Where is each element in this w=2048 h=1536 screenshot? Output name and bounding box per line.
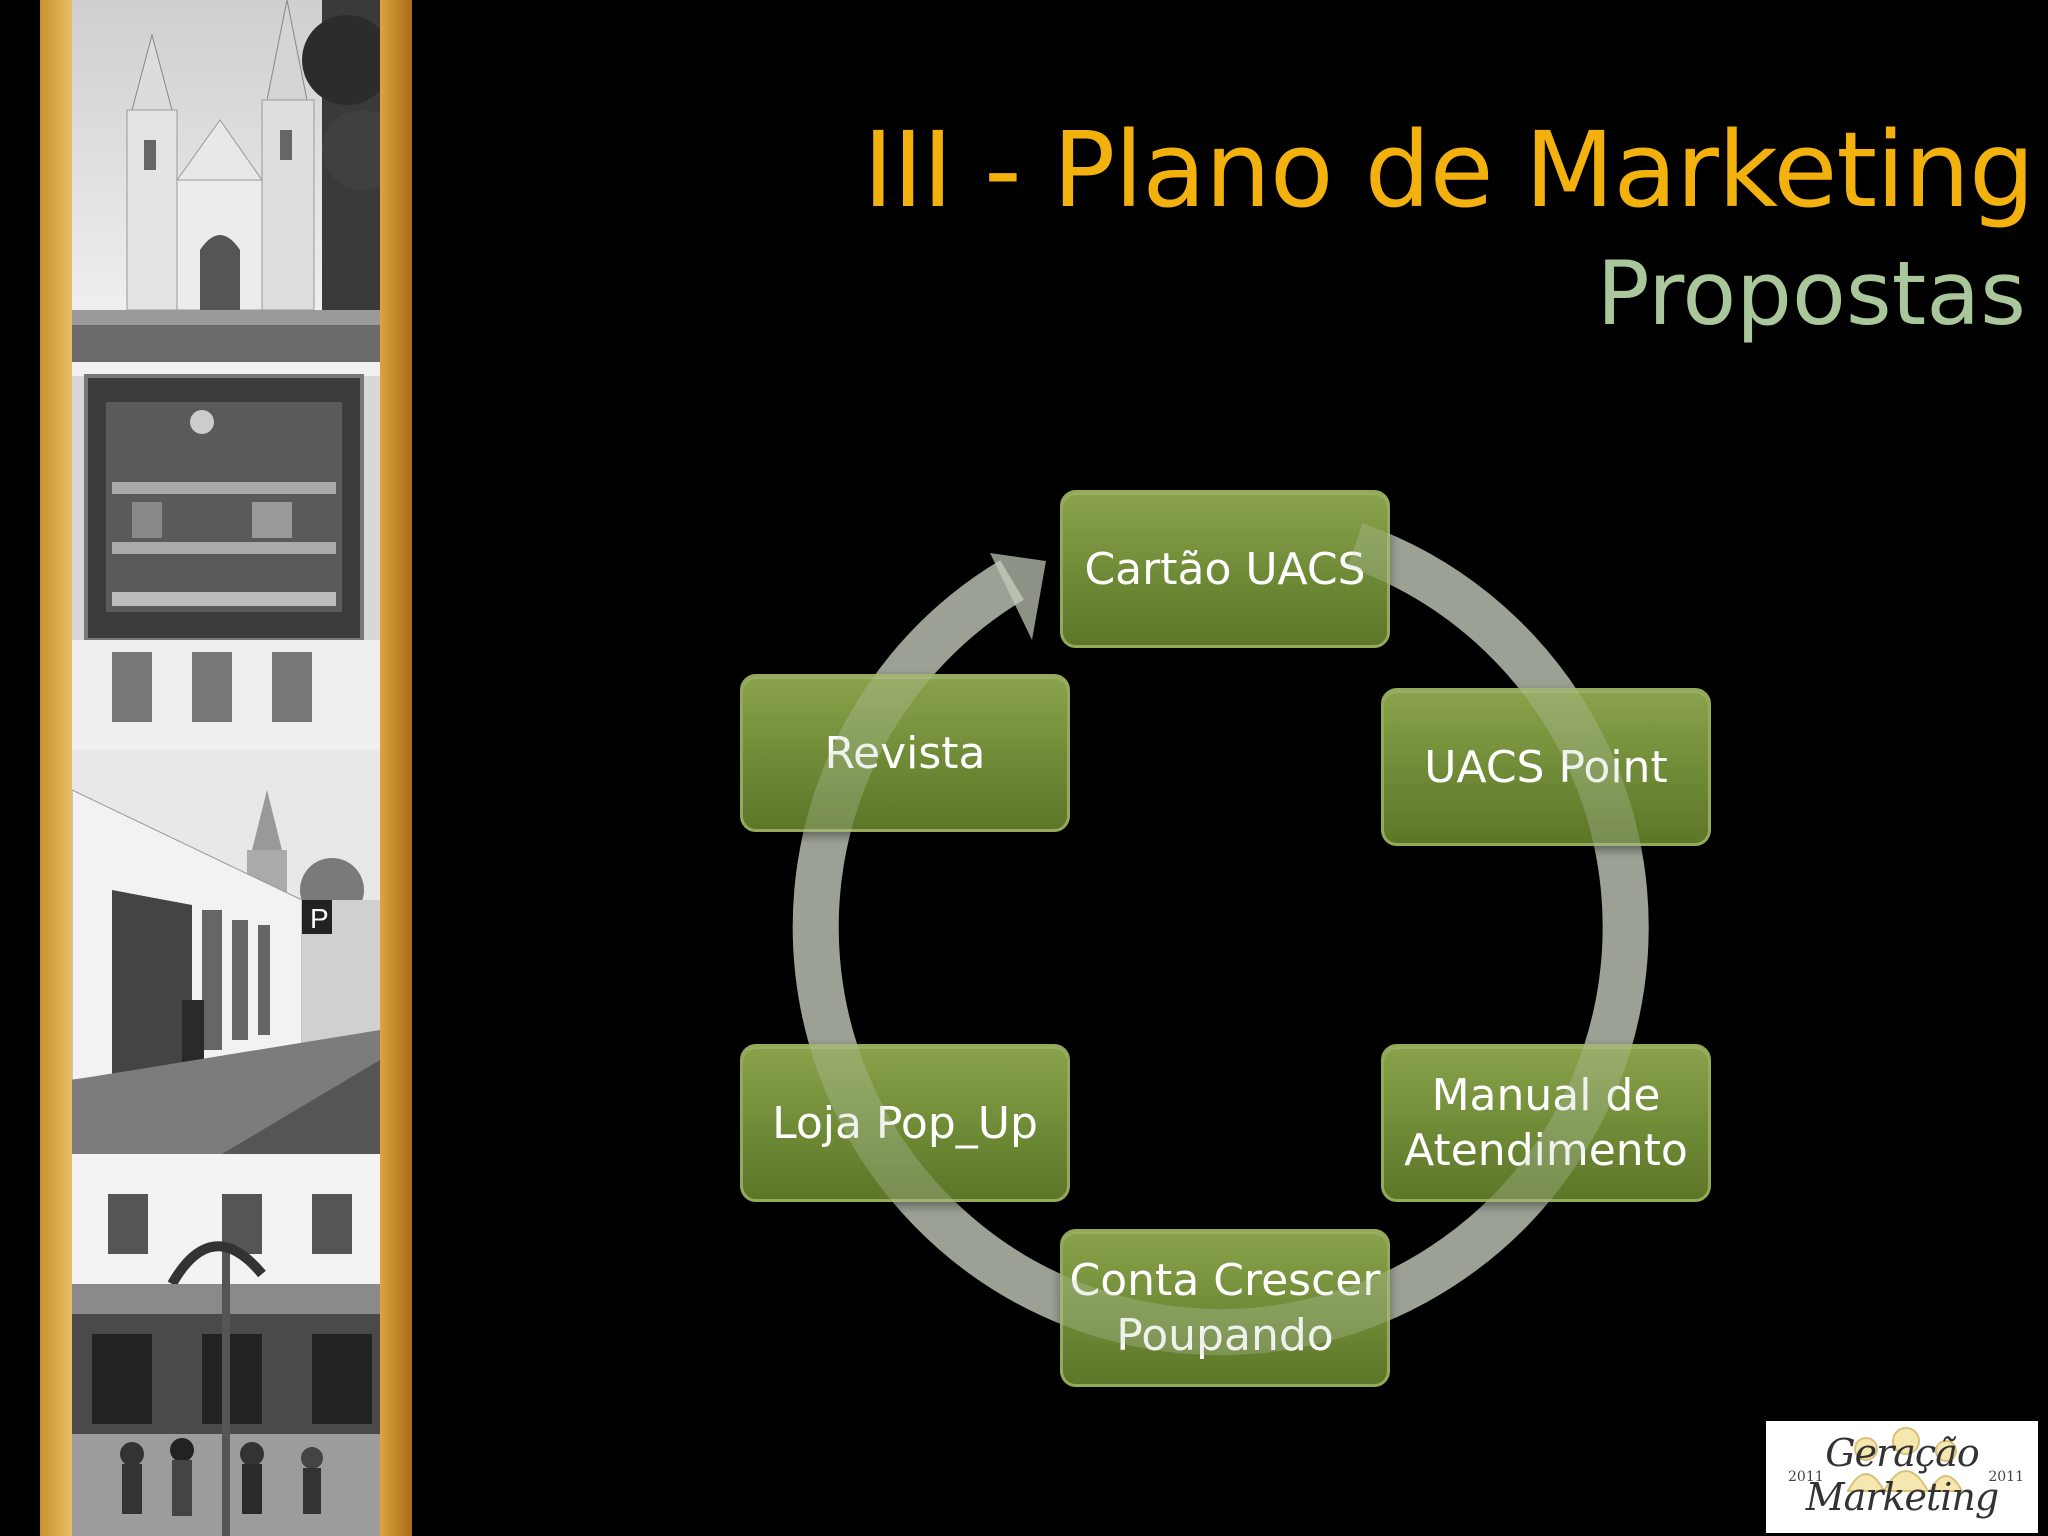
cycle-arrowhead	[990, 553, 1046, 640]
node-uacs-point: UACS Point	[1381, 688, 1711, 846]
node-cartao-uacs-label: Cartão UACS	[1084, 543, 1366, 595]
logo-year-right: 2011	[1988, 1469, 2024, 1485]
slide-subtitle: Propostas	[1596, 242, 2026, 345]
photo-church	[72, 0, 380, 362]
node-manual-atendimento: Manual de Atendimento	[1381, 1044, 1711, 1202]
photo-column: P	[72, 0, 380, 1536]
node-revista-label: Revista	[824, 727, 986, 779]
node-conta-crescer-poupando: Conta Crescer Poupando	[1060, 1229, 1390, 1387]
node-conta-crescer-poupando-label: Conta Crescer Poupando	[1069, 1255, 1381, 1361]
logo-year-left: 2011	[1788, 1469, 1824, 1485]
logo-geracao-marketing: 2011 2011 Geração Marketing	[1766, 1421, 2038, 1533]
node-manual-atendimento-label: Manual de Atendimento	[1404, 1070, 1688, 1176]
photo-shop-window	[72, 362, 380, 750]
logo-figures-icon	[1846, 1427, 1964, 1492]
node-uacs-point-label: UACS Point	[1424, 741, 1668, 793]
photo-street: P	[72, 750, 380, 1154]
node-cartao-uacs: Cartão UACS	[1060, 490, 1390, 648]
node-revista: Revista	[740, 674, 1070, 832]
node-loja-pop-up: Loja Pop_Up	[740, 1044, 1070, 1202]
logo-text: Geração Marketing	[1805, 1431, 1999, 1519]
node-loja-pop-up-label: Loja Pop_Up	[772, 1097, 1038, 1149]
svg-text:P: P	[310, 903, 329, 934]
slide-title: III - Plano de Marketing	[863, 109, 2035, 231]
photo-plaza	[72, 1154, 380, 1536]
